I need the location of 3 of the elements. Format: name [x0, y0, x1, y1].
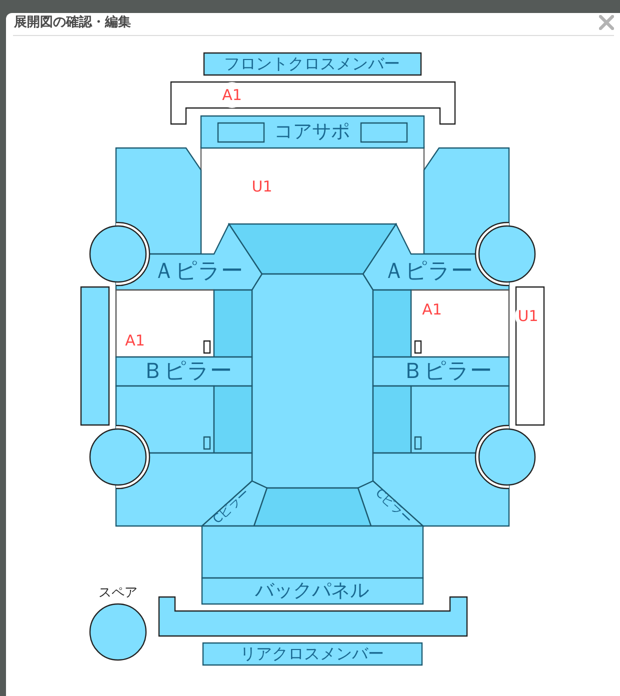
dialog-title: 展開図の確認・編集 [14, 15, 131, 31]
part-label: Ｂピラー [402, 361, 492, 383]
damage-code: A1 [422, 302, 442, 318]
